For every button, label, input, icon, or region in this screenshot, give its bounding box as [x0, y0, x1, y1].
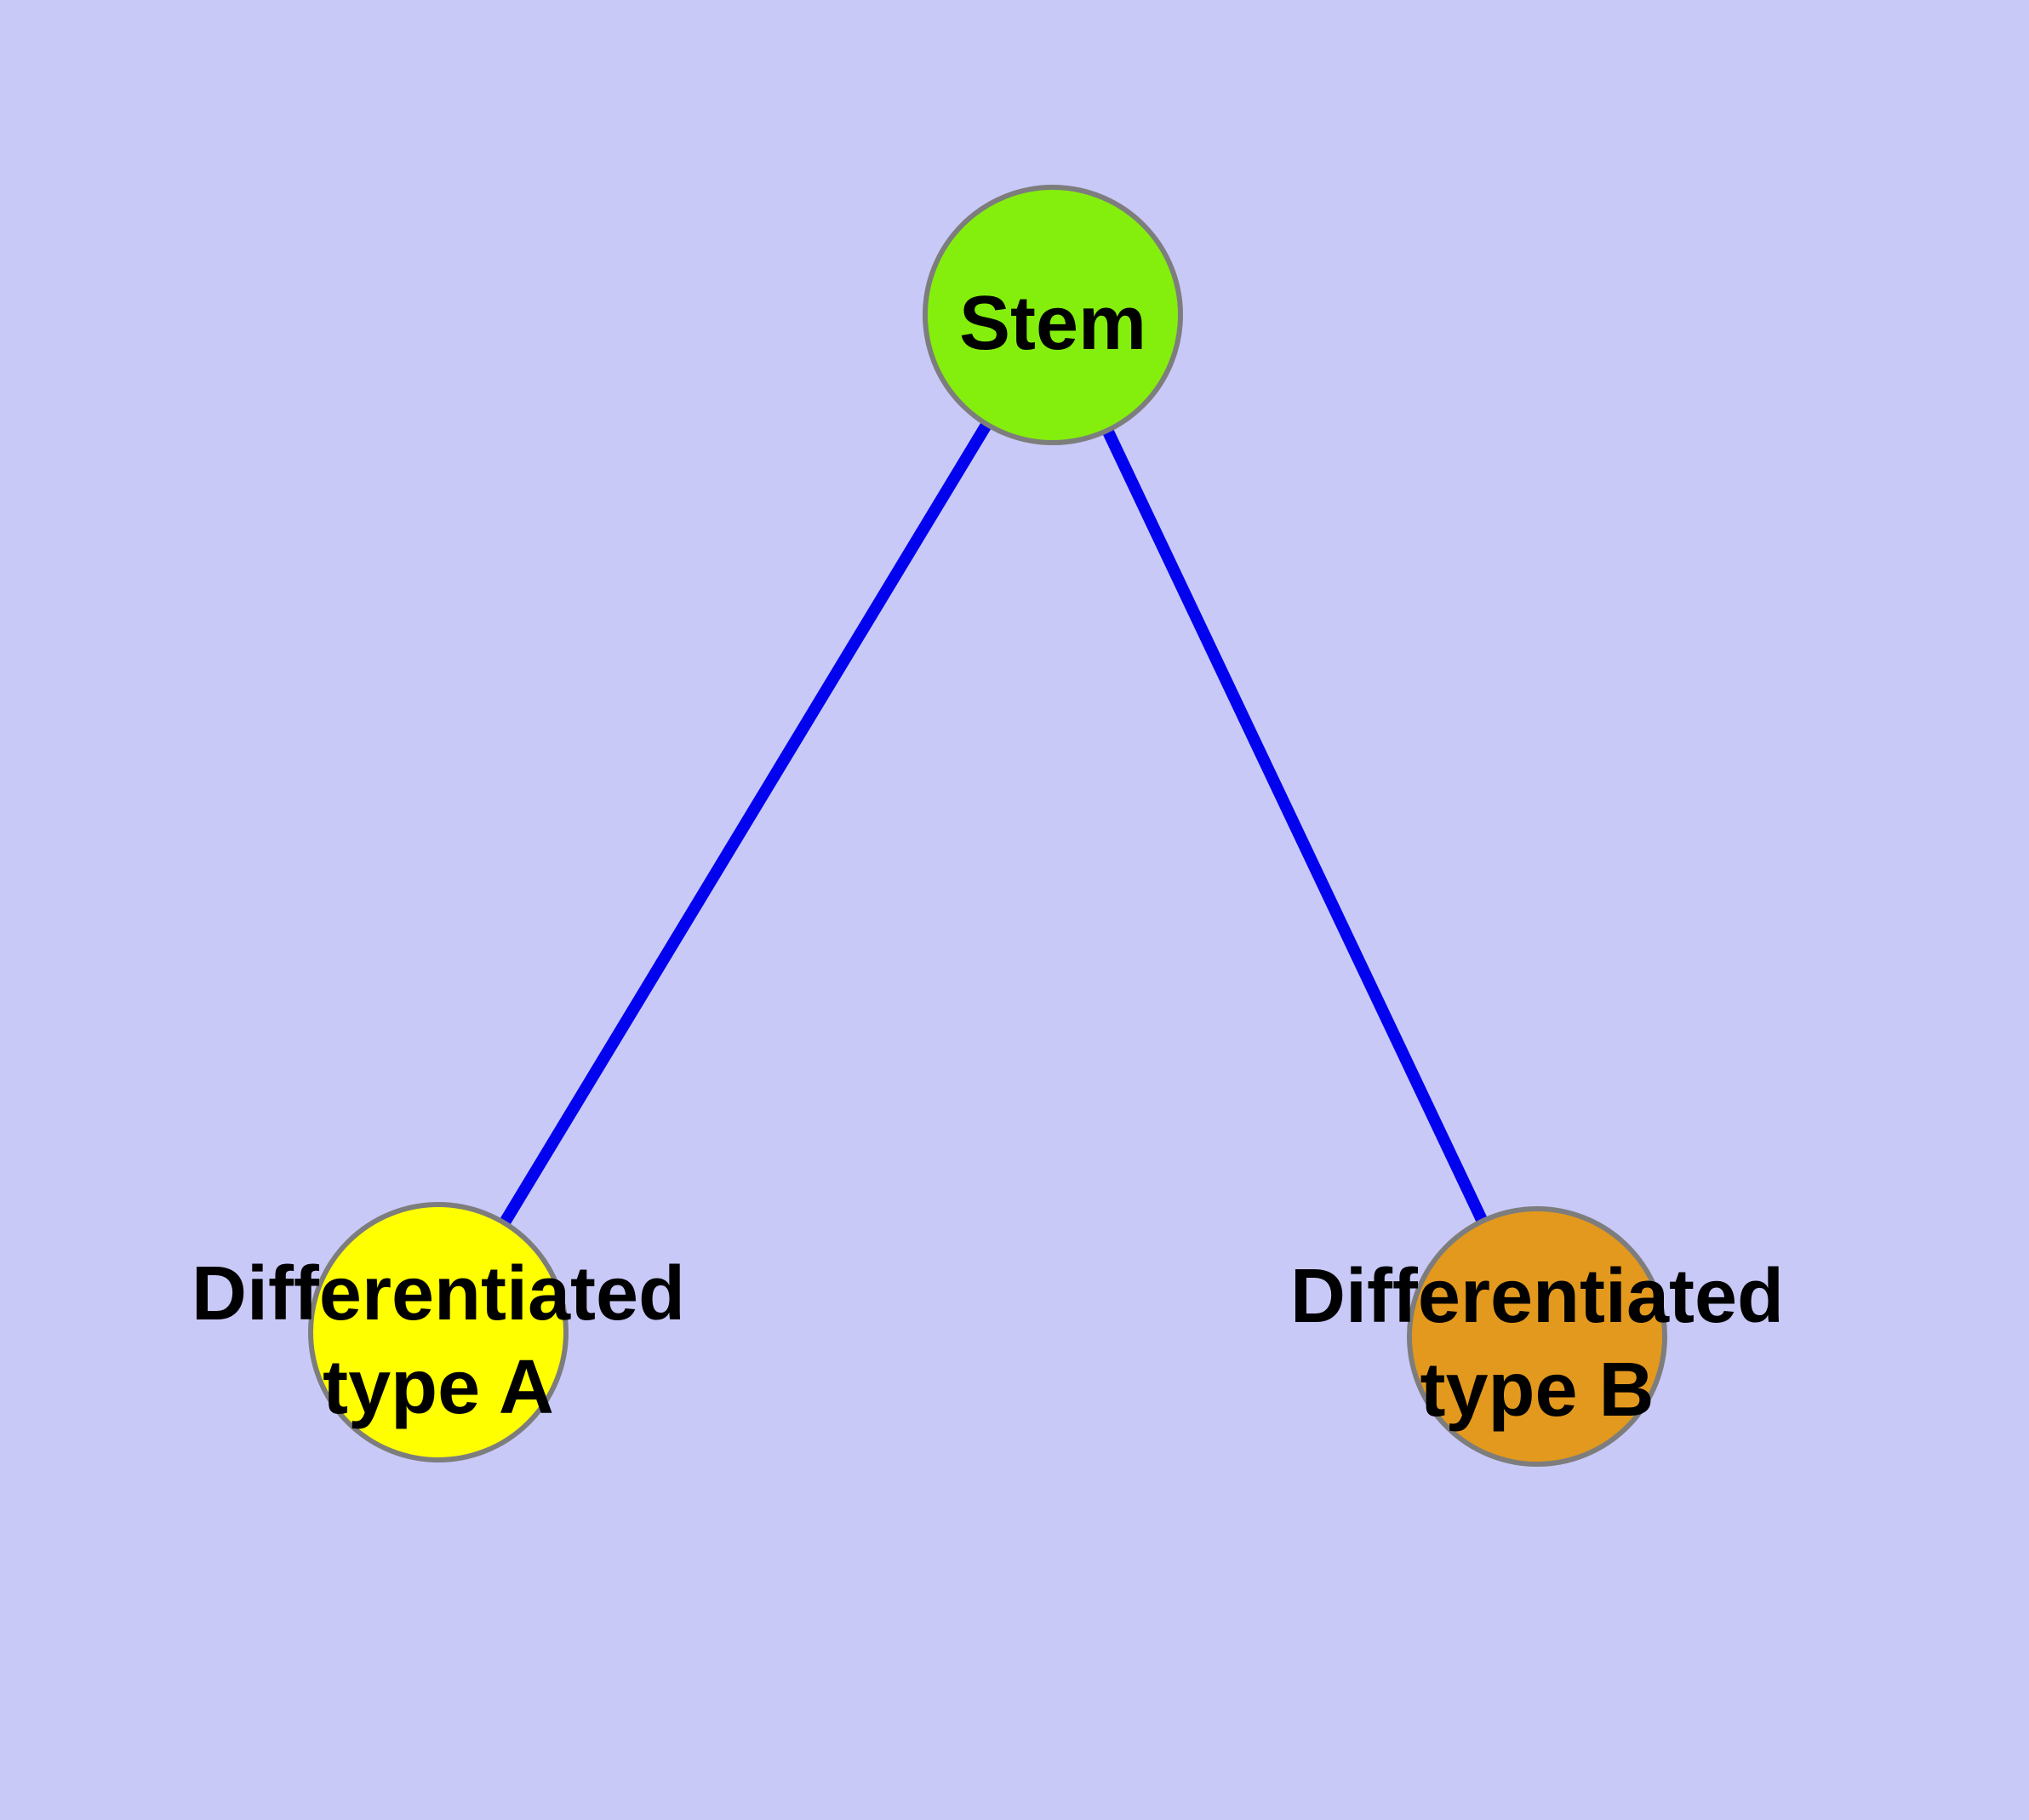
node-type-b-circle	[1407, 1206, 1667, 1467]
node-stem: Stem	[923, 185, 1183, 445]
node-type-a-label-line1: Differentiated	[191, 1251, 685, 1336]
node-type-a-label-line2: type A	[323, 1345, 554, 1430]
node-type-a-circle	[308, 1202, 569, 1462]
edge-stem-to-type-b	[1047, 312, 1543, 1339]
node-type-b-label-line1: Differentiated	[1290, 1254, 1784, 1339]
node-stem-label: Stem	[959, 281, 1146, 366]
node-differentiated-type-b: Differentiated type B	[1290, 1206, 1784, 1467]
node-type-b-label-line2: type B	[1420, 1348, 1654, 1433]
node-stem-circle	[923, 185, 1183, 445]
node-differentiated-type-a: Differentiated type A	[191, 1202, 685, 1462]
edge-stem-to-type-a	[433, 312, 1058, 1336]
